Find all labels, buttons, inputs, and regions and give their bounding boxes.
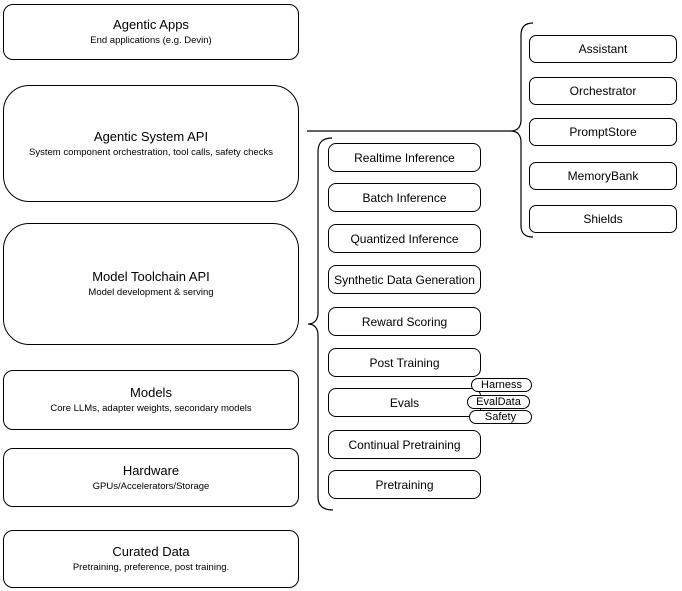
- component-label: Shields: [583, 212, 623, 226]
- toolchain-item-evals: Evals: [328, 388, 481, 417]
- node-title: Agentic System API: [93, 128, 209, 144]
- component-promptstore: PromptStore: [529, 118, 677, 146]
- pill-harness: Harness: [471, 378, 532, 392]
- toolchain-item-label: Batch Inference: [362, 190, 447, 205]
- component-memorybank: MemoryBank: [529, 162, 677, 190]
- toolchain-item-label: Quantized Inference: [350, 231, 459, 246]
- pill-label: Safety: [484, 411, 517, 423]
- component-label: PromptStore: [569, 125, 637, 139]
- node-hardware: Hardware GPUs/Accelerators/Storage: [3, 448, 299, 507]
- toolchain-item-label: Continual Pretraining: [348, 437, 461, 452]
- toolchain-item-pretraining: Pretraining: [328, 470, 481, 499]
- toolchain-item-label: Realtime Inference: [354, 150, 455, 165]
- toolchain-item-realtime-inference: Realtime Inference: [328, 143, 481, 172]
- component-label: MemoryBank: [567, 169, 639, 183]
- component-orchestrator: Orchestrator: [529, 77, 677, 105]
- node-curated-data: Curated Data Pretraining, preference, po…: [3, 530, 299, 588]
- pill-label: Harness: [481, 379, 522, 391]
- node-subtitle: Pretraining, preference, post training.: [72, 562, 230, 573]
- node-agentic-system-api: Agentic System API System component orch…: [3, 85, 299, 202]
- node-title: Agentic Apps: [113, 17, 189, 32]
- toolchain-item-batch-inference: Batch Inference: [328, 183, 481, 212]
- component-assistant: Assistant: [529, 35, 677, 63]
- node-subtitle: Model development & serving: [88, 287, 214, 298]
- toolchain-item-label: Synthetic Data Generation: [334, 272, 475, 287]
- toolchain-item-label: Reward Scoring: [361, 314, 448, 329]
- node-agentic-apps: Agentic Apps End applications (e.g. Devi…: [3, 4, 299, 60]
- node-subtitle: GPUs/Accelerators/Storage: [92, 480, 210, 492]
- node-title: Model Toolchain API: [92, 269, 210, 284]
- toolchain-item-synthetic-data-generation: Synthetic Data Generation: [328, 265, 481, 294]
- toolchain-item-label: Post Training: [369, 355, 440, 370]
- node-model-toolchain-api: Model Toolchain API Model development & …: [3, 223, 299, 345]
- toolchain-item-quantized-inference: Quantized Inference: [328, 224, 481, 253]
- component-label: Assistant: [578, 42, 628, 56]
- component-label: Orchestrator: [569, 84, 637, 98]
- toolchain-item-continual-pretraining: Continual Pretraining: [328, 430, 481, 459]
- toolchain-item-reward-scoring: Reward Scoring: [328, 307, 481, 336]
- node-subtitle: System component orchestration, tool cal…: [29, 146, 273, 158]
- pill-evaldata: EvalData: [467, 395, 530, 409]
- pill-safety: Safety: [469, 410, 532, 424]
- toolchain-item-label: Evals: [389, 395, 420, 410]
- component-shields: Shields: [529, 205, 677, 233]
- toolchain-item-label: Pretraining: [375, 477, 434, 492]
- toolchain-item-post-training: Post Training: [328, 348, 481, 377]
- node-models: Models Core LLMs, adapter weights, secon…: [3, 370, 299, 430]
- pill-label: EvalData: [476, 396, 521, 408]
- node-title: Curated Data: [112, 544, 190, 559]
- node-title: Models: [130, 385, 172, 400]
- node-subtitle: End applications (e.g. Devin): [90, 35, 212, 46]
- node-subtitle: Core LLMs, adapter weights, secondary mo…: [50, 403, 252, 414]
- node-title: Hardware: [122, 462, 180, 478]
